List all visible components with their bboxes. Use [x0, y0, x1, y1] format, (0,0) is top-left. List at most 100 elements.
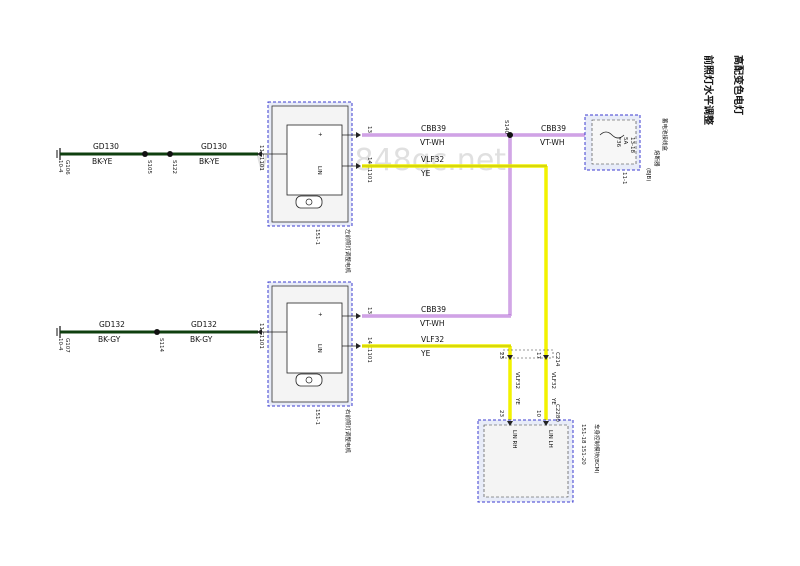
motor-icon [305, 198, 313, 206]
fuse-ref: 13-18 [629, 137, 635, 153]
inline-connector-id: C214 [554, 352, 560, 367]
motor-icon [305, 376, 313, 384]
motor-lower: + LIN 11 C1101 13 14 C1101 151-1 右前照灯调整电… [257, 281, 372, 454]
motor-symbol [295, 373, 323, 387]
wire-code: VLF32 [550, 372, 556, 389]
title-line2: 前照灯水平调整 [702, 55, 715, 125]
pin-connector: C1101 [366, 165, 372, 183]
pin-arrow [257, 329, 262, 335]
wire-color: YE [420, 169, 431, 178]
pin-connector: C1101 [258, 331, 264, 349]
pin-arrow [507, 421, 513, 426]
wire-code: GD132 [99, 320, 125, 329]
splice-dot [507, 132, 513, 138]
fuse-amp: 5A [622, 137, 628, 144]
pin-arrow [356, 132, 361, 138]
wire-color: VT-WH [420, 138, 444, 147]
wire-code: GD130 [201, 142, 227, 151]
motor-label: 右前照灯调整电机 [344, 409, 352, 454]
module-text: LIN [316, 166, 322, 175]
ground-circuit-lower: GD132 BK-GY GD132 BK-GY G107 10-4 S114 [56, 320, 258, 353]
fuse-box-label: 蓄电池接线盒 [661, 118, 669, 152]
pin-number: 23 [498, 410, 504, 417]
ground-ref: 10-4 [57, 338, 63, 351]
splice-id: S105 [146, 160, 152, 174]
wire-code: GD130 [93, 142, 119, 151]
pin-number: 11 [258, 323, 264, 330]
pin-number: 13 [366, 126, 372, 133]
pin-name: LIN LH [547, 430, 553, 448]
pin-arrow [507, 355, 513, 360]
wire-color: BK-YE [199, 157, 220, 166]
splice-id: S122 [171, 160, 177, 174]
diagram-title: 高配变色电灯 [732, 55, 745, 115]
wire-vlf32: VLF32 YE VLF32 YE C214 17 23 VLF32 YE VL… [362, 155, 560, 425]
wire-color: VT-WH [540, 138, 564, 147]
pin-arrow [543, 355, 549, 360]
wire-code: CBB39 [541, 124, 566, 133]
wire-code: CBB39 [421, 305, 446, 314]
controller-ref: 151-18 151-20 [580, 424, 586, 465]
fuse-icon [599, 131, 625, 139]
pin-arrow [543, 421, 549, 426]
wire-code: GD132 [191, 320, 217, 329]
splice-dot [142, 151, 148, 157]
inline-pin: 17 [535, 352, 541, 359]
controller-inner [483, 424, 569, 498]
wire-color: BK-GY [190, 335, 213, 344]
plus-sign: + [318, 312, 323, 318]
wire-code: VLF32 [514, 372, 520, 389]
motor-ref: 151-1 [314, 229, 320, 245]
fuse-box-ref: 11-1 [621, 172, 627, 184]
wire-color: YE [550, 397, 556, 405]
wire-color: VT-WH [420, 319, 444, 328]
pin-arrow [356, 343, 361, 349]
pin-connector: C2280 [554, 404, 560, 422]
fuse-id: F36 [615, 137, 621, 148]
fuse-box-label: 熔断器 [653, 150, 661, 167]
splice-id: S114 [158, 338, 164, 352]
wire-code: CBB39 [421, 124, 446, 133]
module-text: LIN [316, 344, 322, 353]
ground-ref: 10-4 [57, 160, 63, 173]
motor-label: 左前照灯调整电机 [344, 229, 352, 274]
ground-id: G106 [64, 160, 70, 175]
pin-connector: C1101 [258, 153, 264, 171]
plus-sign: + [318, 132, 323, 138]
splice-dot [154, 329, 160, 335]
pin-arrow [356, 163, 361, 169]
pin-number: 14 [366, 337, 372, 344]
pin-connector: C1101 [366, 345, 372, 363]
wire-color: BK-YE [92, 157, 113, 166]
pin-number: 11 [258, 145, 264, 152]
pin-name: LIN RH [511, 430, 517, 449]
wire-color: BK-GY [98, 335, 121, 344]
splice-id: S140 [503, 120, 509, 134]
motor-symbol [295, 195, 323, 209]
pin-arrow [257, 151, 262, 157]
fuse-box-label: (BJB) [645, 168, 651, 181]
inline-connector [502, 349, 554, 359]
inline-pin: 23 [498, 352, 504, 359]
pin-number: 10 [535, 410, 541, 417]
motor-module [286, 124, 343, 196]
fuse-box-inner [591, 119, 637, 165]
controller-label: 车身控制模块(BCM) [593, 424, 601, 474]
fuse-box: F36 5A 13-18 11-1 蓄电池接线盒 熔断器 (BJB) [584, 114, 669, 184]
wire-code: VLF32 [421, 155, 444, 164]
controller-module: 23 10 C2280 LIN RH LIN LH 151-18 151-20 … [477, 404, 601, 503]
pin-arrow [356, 313, 361, 319]
splice-dot [167, 151, 173, 157]
pin-number: 13 [366, 307, 372, 314]
title-line1: 高配变色电灯 [732, 55, 745, 115]
ground-circuit-upper: GD130 BK-YE GD130 BK-YE G106 10-4 S105 S… [56, 142, 258, 175]
ground-id: G107 [64, 338, 70, 353]
motor-ref: 151-1 [314, 409, 320, 425]
wire-code: VLF32 [421, 335, 444, 344]
wire-color: YE [514, 397, 520, 405]
motor-upper: + LIN 11 C1101 13 14 C1101 151-1 左前照灯调整电… [257, 101, 372, 274]
motor-module [286, 302, 343, 374]
pin-number: 14 [366, 157, 372, 164]
diagram-subtitle: 前照灯水平调整 [702, 55, 715, 125]
